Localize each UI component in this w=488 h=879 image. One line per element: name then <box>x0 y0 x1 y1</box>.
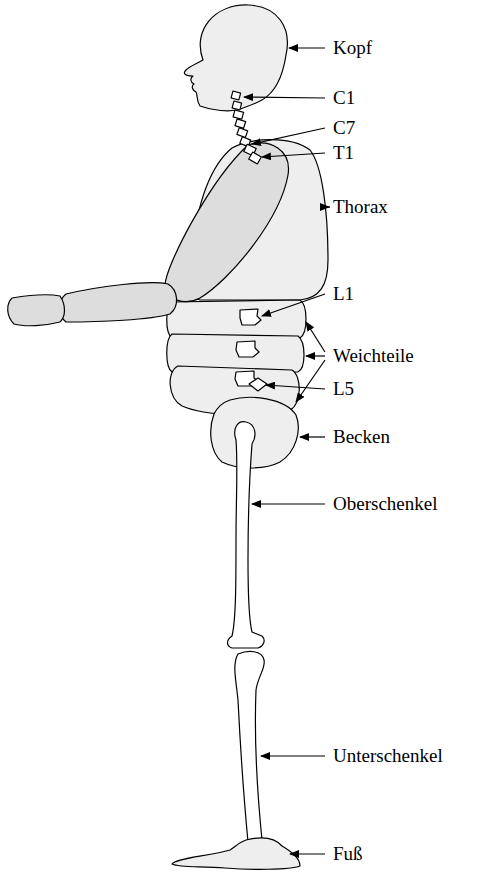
part-label: Oberschenkel <box>333 493 437 515</box>
part-label: Fuß <box>333 843 363 865</box>
upper-arm <box>165 143 288 302</box>
hand <box>8 295 65 326</box>
forearm <box>60 283 177 322</box>
head <box>184 5 287 111</box>
part-label: T1 <box>333 142 354 164</box>
femur <box>228 422 265 648</box>
vertebra <box>249 378 267 391</box>
part-label: L1 <box>333 283 354 305</box>
part-label: C7 <box>333 117 355 139</box>
part-label: Thorax <box>333 196 388 218</box>
foot <box>172 838 300 869</box>
tibia <box>235 652 264 842</box>
cervical-spine <box>231 91 261 164</box>
vertebra <box>240 309 261 325</box>
part-label: Kopf <box>333 37 372 59</box>
leader-lines <box>244 48 330 854</box>
part-label: L5 <box>333 378 354 400</box>
part-label: Weichteile <box>333 345 414 367</box>
vertebra <box>236 341 259 357</box>
part-label: C1 <box>333 87 355 109</box>
part-label: Unterschenkel <box>333 745 443 767</box>
part-label: Becken <box>333 426 390 448</box>
soft-tissue <box>167 300 306 338</box>
